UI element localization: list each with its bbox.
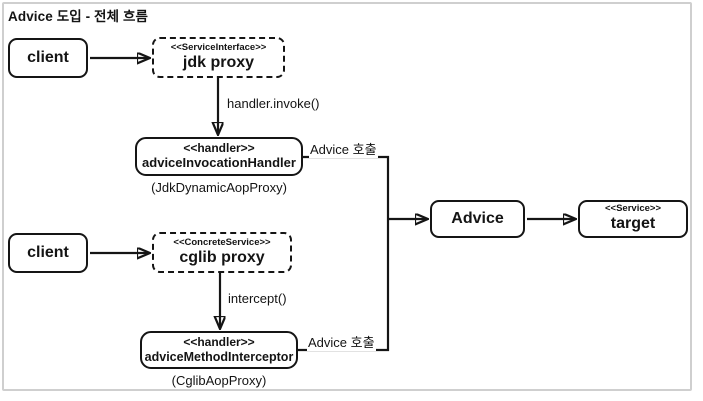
client-bottom-label: client bbox=[27, 243, 69, 261]
node-client-bottom: client bbox=[8, 233, 88, 273]
node-cglib-proxy: <<ConcreteService>> cglib proxy bbox=[152, 232, 292, 273]
target-label: target bbox=[610, 215, 656, 233]
client-top-label: client bbox=[27, 48, 69, 66]
handler-cglib-caption: (CglibAopProxy) bbox=[171, 373, 267, 388]
handler-jdk-label: adviceInvocationHandler bbox=[142, 154, 296, 170]
jdk-proxy-stereotype: <<ServiceInterface>> bbox=[170, 41, 267, 53]
edge-label-advice-call-bottom: Advice 호출 bbox=[307, 332, 376, 351]
target-stereotype: <<Service>> bbox=[605, 203, 661, 215]
node-jdk-proxy: <<ServiceInterface>> jdk proxy bbox=[152, 37, 285, 78]
edge-label-advice-call-top: Advice 호출 bbox=[309, 139, 378, 158]
cglib-proxy-stereotype: <<ConcreteService>> bbox=[173, 236, 271, 248]
edge-label-intercept: intercept() bbox=[227, 291, 288, 306]
edge-label-handler-invoke: handler.invoke() bbox=[226, 96, 321, 111]
cglib-proxy-label: cglib proxy bbox=[179, 248, 265, 266]
node-advice-invocation-handler: <<handler>> adviceInvocationHandler bbox=[135, 137, 303, 176]
node-target: <<Service>> target bbox=[578, 200, 688, 238]
jdk-proxy-label: jdk proxy bbox=[182, 53, 255, 71]
node-advice-method-interceptor: <<handler>> adviceMethodInterceptor bbox=[140, 331, 298, 369]
handler-cglib-stereotype: <<handler>> bbox=[183, 334, 255, 349]
diagram-title: Advice 도입 - 전체 흐름 bbox=[8, 9, 148, 24]
handler-cglib-label: adviceMethodInterceptor bbox=[144, 349, 294, 364]
node-client-top: client bbox=[8, 38, 88, 78]
handler-jdk-stereotype: <<handler>> bbox=[183, 141, 255, 156]
handler-jdk-caption: (JdkDynamicAopProxy) bbox=[151, 180, 287, 195]
node-advice: Advice bbox=[430, 200, 525, 238]
advice-label: Advice bbox=[451, 209, 504, 227]
